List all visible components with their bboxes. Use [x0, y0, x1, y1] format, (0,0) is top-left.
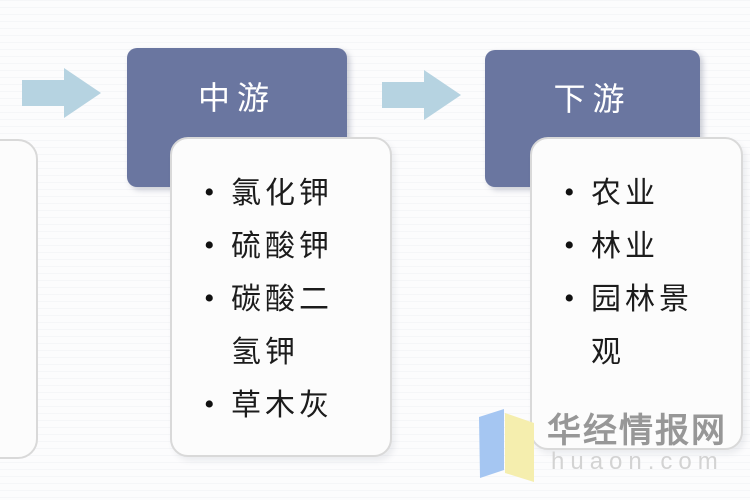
arrow-shaft	[382, 82, 424, 108]
list-item: 农业	[564, 166, 715, 220]
right-arrow-icon	[22, 68, 102, 118]
midstream-list-box: 氯化钾硫酸钾碳酸二氢钾草木灰	[170, 137, 392, 457]
list-item: 园林景观	[564, 272, 715, 379]
list-item: 草木灰	[204, 378, 355, 432]
list-item: 氯化钾	[204, 166, 355, 220]
watermark-domain-text: huaon.com	[551, 448, 724, 475]
list-item: 硫酸钾	[204, 219, 355, 273]
upstream-list-box-partial	[0, 139, 38, 459]
arrow-head	[64, 68, 101, 118]
downstream-list-box: 农业林业园林景观	[530, 137, 743, 450]
arrow-head	[424, 70, 461, 120]
midstream-list: 氯化钾硫酸钾碳酸二氢钾草木灰	[172, 166, 390, 432]
arrow-shaft	[22, 80, 64, 106]
huaon-logo-icon	[472, 397, 538, 492]
right-arrow-icon	[382, 70, 462, 120]
list-item: 林业	[564, 219, 715, 273]
watermark-brand-text: 华经情报网	[547, 413, 727, 450]
downstream-list: 农业林业园林景观	[532, 166, 741, 379]
list-item: 碳酸二氢钾	[204, 272, 355, 379]
